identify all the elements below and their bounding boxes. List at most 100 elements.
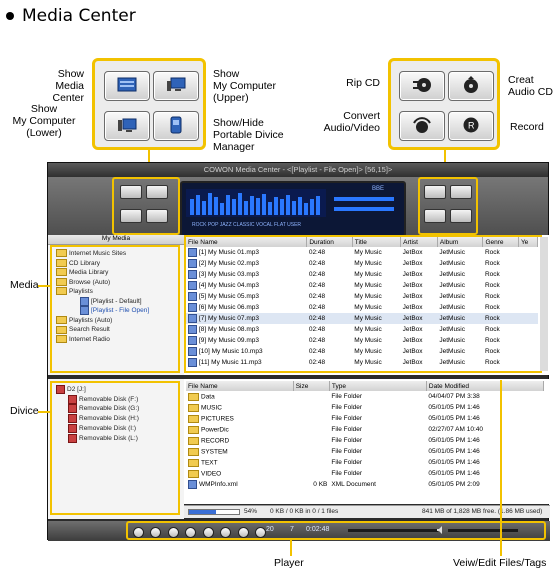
media-center-icon [117, 77, 137, 92]
play-button[interactable] [185, 527, 197, 539]
media-tree-item[interactable]: CD Library [56, 258, 174, 269]
callout-line: Show [30, 103, 58, 115]
files-column-header[interactable]: Size [293, 381, 330, 391]
playlist-column-header[interactable]: Title [352, 237, 402, 247]
eq-preset-pop[interactable]: POP [207, 222, 219, 228]
tb-record-button[interactable] [450, 209, 472, 223]
eq-preset-user[interactable]: USER [287, 222, 302, 228]
prev-track-button[interactable] [133, 527, 144, 539]
forward-button[interactable] [237, 527, 249, 539]
convert-audio-video-button[interactable] [399, 111, 445, 141]
audio-file-icon [188, 281, 197, 290]
callout-line: Audio CD [508, 86, 553, 98]
tb-my-computer-lower-button[interactable] [120, 209, 142, 223]
playlist-scrollbar[interactable] [540, 237, 548, 371]
tb-rip-cd-button[interactable] [424, 185, 446, 199]
device-tree-item[interactable]: Removable Disk (G:) [56, 404, 174, 414]
playlist-column-header[interactable]: Artist [400, 237, 438, 247]
show-my-computer-lower-button[interactable] [104, 111, 150, 141]
next-track-button[interactable] [255, 527, 267, 539]
record-button[interactable]: R [448, 111, 494, 141]
media-tree-item[interactable]: Internet Music Sites [56, 249, 174, 259]
playlist-cell: My Music [352, 247, 400, 258]
show-hide-portable-manager-button[interactable] [153, 111, 199, 141]
media-tree-item[interactable]: Media Library [56, 268, 174, 278]
pause-button[interactable] [202, 527, 214, 539]
media-tree-item[interactable]: [Playlist - Default] [56, 296, 174, 307]
create-audio-cd-button[interactable] [448, 71, 494, 101]
volume-slider[interactable] [448, 529, 518, 532]
files-column-header[interactable]: Date Modified [426, 381, 545, 391]
device-tree-item[interactable]: Removable Disk (H:) [56, 414, 174, 424]
eq-preset-rock[interactable]: ROCK [192, 222, 207, 228]
playlist-cell: 02:48 [307, 335, 352, 346]
playlist-column-header[interactable]: File Name [186, 237, 308, 247]
files-cell: WMPInfo.xml [186, 479, 293, 490]
device-tree-item[interactable]: Removable Disk (L:) [56, 433, 174, 444]
playlist-column-header[interactable]: Ye [518, 237, 539, 247]
stop-button[interactable] [167, 527, 179, 539]
eq-preset-jazz[interactable]: JAZZ [219, 222, 232, 228]
playlist-cell: JetBox [401, 280, 438, 291]
playlist-column-header[interactable]: Duration [306, 237, 353, 247]
folder-icon [188, 403, 199, 412]
playlist-cell-text: [5] My Music 05.mp3 [199, 293, 259, 301]
show-media-center-button[interactable] [104, 71, 150, 101]
show-my-computer-upper-button[interactable] [153, 71, 199, 101]
tb-create-cd-button[interactable] [450, 185, 472, 199]
tb-my-computer-upper-button[interactable] [146, 185, 168, 199]
device-tree-item[interactable]: Removable Disk (F:) [56, 394, 174, 405]
playlist-cell: JetBox [401, 302, 438, 313]
removable-disk-icon [68, 433, 77, 443]
record-mini-button[interactable] [220, 527, 232, 539]
playlist-cell: Rock [483, 302, 518, 313]
tb-media-center-button[interactable] [120, 185, 142, 199]
eq-preset-flat[interactable]: FLAT [274, 222, 286, 228]
files-column-header[interactable]: Type [329, 381, 427, 391]
playlist-column-header[interactable]: Genre [482, 237, 519, 247]
media-tree-item[interactable]: [Playlist - File Open] [56, 306, 174, 316]
eq-preset-vocal[interactable]: VOCAL [255, 222, 273, 228]
tb-portable-manager-button[interactable] [146, 209, 168, 223]
files-cell [293, 402, 329, 413]
device-tree-item[interactable]: Removable Disk (I:) [56, 423, 174, 434]
tb-convert-button[interactable] [424, 209, 446, 223]
playlist-cell: My Music [352, 258, 400, 269]
files-cell: 02/27/07 AM 10:40 [426, 424, 543, 435]
seek-slider[interactable] [348, 529, 438, 532]
media-tree-item[interactable]: Browse (Auto) [56, 277, 174, 288]
rip-cd-button[interactable] [399, 71, 445, 101]
files-cell: File Folder [329, 402, 426, 413]
eq-preset-classic[interactable]: CLASSIC [233, 222, 255, 228]
device-tree-item[interactable]: D2 [J:] [56, 385, 174, 395]
media-tree-item[interactable]: Internet Radio [56, 335, 174, 345]
files-column-header[interactable]: File Name [186, 381, 294, 391]
media-tree-item[interactable]: Search Result [56, 325, 174, 335]
playlist-cell [518, 269, 537, 280]
media-tree-item[interactable]: Playlists [56, 287, 174, 297]
playlist-column-header[interactable]: Album [437, 237, 484, 247]
rewind-button[interactable] [150, 527, 162, 539]
connector-line [290, 540, 292, 556]
media-tree-item[interactable]: Playlists (Auto) [56, 316, 174, 326]
